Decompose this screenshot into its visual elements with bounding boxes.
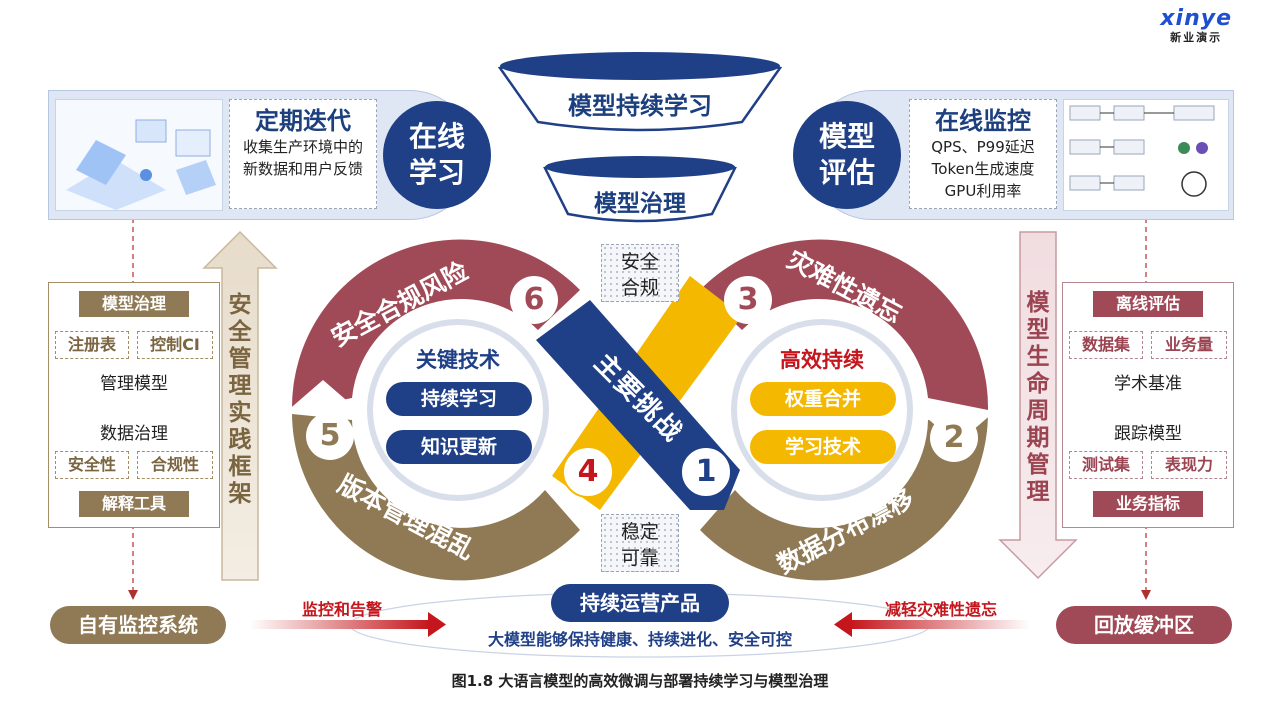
right-tag-dataset: 数据集 <box>1069 331 1143 359</box>
number-2: 2 <box>930 414 978 462</box>
right-tag-expressiveness: 表现力 <box>1151 451 1227 479</box>
left-tag-explain-tools: 解释工具 <box>79 491 189 517</box>
monitoring-line-3: GPU利用率 <box>944 182 1022 200</box>
right-arrow-label: 模型生命周期管理 <box>1026 290 1050 505</box>
left-text-manage-models: 管理模型 <box>100 374 168 394</box>
ring-left-top <box>291 239 580 410</box>
periodic-iteration-box: 定期迭代 收集生产环境中的新数据和用户反馈 <box>229 99 377 209</box>
continuous-ops-pill: 持续运营产品 <box>551 584 729 622</box>
left-tag-security: 安全性 <box>55 451 129 479</box>
left-arrow-label: 安全管理实践框架 <box>228 292 252 507</box>
online-monitoring-box: 在线监控 QPS、P99延迟 Token生成速度 GPU利用率 <box>909 99 1057 209</box>
replay-buffer-node: 回放缓冲区 <box>1056 606 1232 644</box>
continuous-ops-desc: 大模型能够保持健康、持续进化、安全可控 <box>487 630 792 649</box>
number-6: 6 <box>510 276 558 324</box>
evaluation-flow-illustration <box>1063 99 1229 211</box>
online-learning-illustration <box>55 99 223 211</box>
left-text-data-governance: 数据治理 <box>100 424 168 444</box>
monitoring-line-1: QPS、P99延迟 <box>931 138 1035 156</box>
number-3: 3 <box>724 276 772 324</box>
right-text-tracking-model: 跟踪模型 <box>1114 424 1182 444</box>
left-governance-box: 模型治理 注册表 控制CI 管理模型 数据治理 安全性 合规性 解释工具 <box>48 282 220 528</box>
right-lifecycle-box: 离线评估 数据集 业务量 学术基准 跟踪模型 测试集 表现力 业务指标 <box>1062 282 1234 528</box>
mitigate-forgetting-label: 减轻灾难性遗忘 <box>884 600 997 619</box>
pill-continuous-learning: 持续学习 <box>386 382 532 416</box>
ring-right-top <box>700 239 989 410</box>
periodic-iteration-desc: 收集生产环境中的新数据和用户反馈 <box>242 138 363 178</box>
brand: xinye 新业演示 <box>1160 6 1232 45</box>
number-4: 4 <box>562 446 614 498</box>
figure-caption: 图1.8 大语言模型的高效微调与部署持续学习与模型治理 <box>451 672 829 690</box>
left-tag-registry: 注册表 <box>55 331 129 359</box>
right-tag-test-set: 测试集 <box>1069 451 1143 479</box>
down-arrow-shape <box>998 231 1078 580</box>
stable-reliable-box: 稳定 可靠 <box>601 514 679 572</box>
safety-compliance-box: 安全 合规 <box>601 244 679 302</box>
brand-subtitle: 新业演示 <box>1170 31 1223 44</box>
online-learning-circle: 在线 学习 <box>383 101 491 209</box>
funnel-mid-label: 模型治理 <box>594 191 686 217</box>
left-top-panel: 定期迭代 收集生产环境中的新数据和用户反馈 在线 学习 <box>48 90 491 220</box>
number-1: 1 <box>680 446 732 498</box>
up-arrow-shape <box>202 230 278 581</box>
left-tag-model-governance: 模型治理 <box>79 291 189 317</box>
pill-knowledge-update: 知识更新 <box>386 430 532 464</box>
monitor-alert-label: 监控和告警 <box>301 600 382 619</box>
left-tag-control-ci: 控制CI <box>137 331 213 359</box>
brand-logo: xinye <box>1160 6 1232 31</box>
periodic-iteration-title: 定期迭代 <box>255 107 351 135</box>
right-text-academic-benchmark: 学术基准 <box>1114 374 1182 394</box>
funnel-top-label: 模型持续学习 <box>568 92 712 120</box>
monitoring-line-2: Token生成速度 <box>931 160 1035 178</box>
efficient-title: 高效持续 <box>780 348 864 372</box>
right-tag-business-volume: 业务量 <box>1151 331 1227 359</box>
ring-right-bottom <box>700 414 988 581</box>
right-tag-offline-eval: 离线评估 <box>1093 291 1203 317</box>
number-5: 5 <box>306 412 354 460</box>
ring-left-bottom <box>292 414 580 581</box>
key-tech-title: 关键技术 <box>416 348 500 372</box>
right-top-panel: 模型 评估 在线监控 QPS、P99延迟 Token生成速度 GPU利用率 <box>793 90 1234 220</box>
online-monitoring-title: 在线监控 <box>935 107 1031 135</box>
right-tag-business-metrics: 业务指标 <box>1093 491 1203 517</box>
own-monitoring-node: 自有监控系统 <box>50 606 226 644</box>
model-evaluation-circle: 模型 评估 <box>793 101 901 209</box>
pill-weight-merge: 权重合并 <box>750 382 896 416</box>
left-tag-compliance: 合规性 <box>137 451 213 479</box>
pill-learning-tech: 学习技术 <box>750 430 896 464</box>
